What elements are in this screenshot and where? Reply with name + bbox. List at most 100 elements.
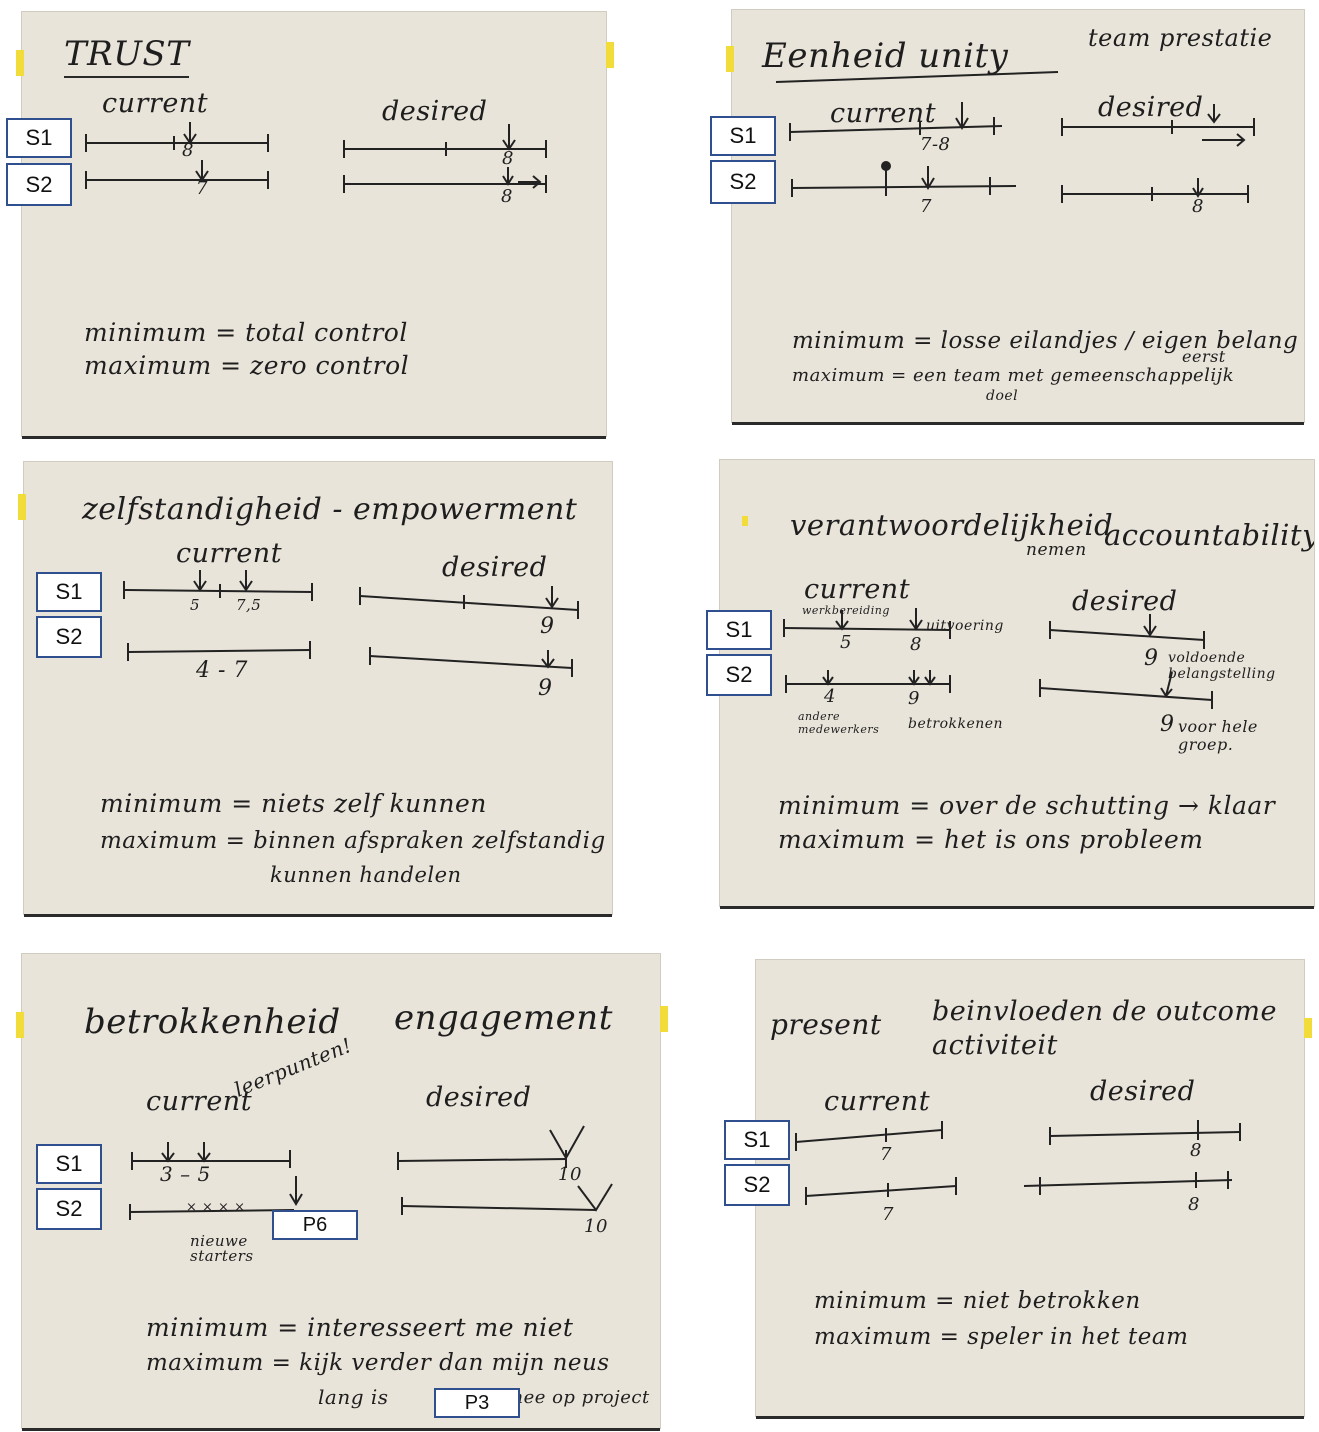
maximum-text: maximum = binnen afspraken zelfstandig: [100, 828, 606, 854]
desired-heading: desired: [1090, 1076, 1196, 1107]
s1-desired-value: 8: [502, 148, 514, 169]
card-subtitle: team prestatie: [1088, 24, 1273, 52]
minimum-text: minimum = niets zelf kunnen: [100, 789, 487, 818]
desired-heading: desired: [1072, 586, 1178, 617]
current-heading: current: [804, 574, 911, 605]
minimum-text: minimum = total control: [84, 318, 408, 347]
s1-desired-note: voldoende belangstelling: [1168, 650, 1276, 682]
tape-strip: [16, 50, 24, 76]
s1-current-value-b: 7,5: [236, 596, 262, 614]
s1-desired-value: 10: [558, 1164, 582, 1185]
tape-strip: [1304, 1018, 1312, 1038]
current-heading: current: [830, 98, 937, 129]
card-title: Eenheid unity: [762, 36, 1009, 76]
desired-heading: desired: [1098, 92, 1204, 123]
tape-strip: [726, 46, 734, 72]
s1-current-value: 7-8: [920, 134, 951, 155]
card-title: TRUST: [64, 34, 190, 78]
s1-desired-value: 9: [540, 614, 555, 639]
tape-strip: [742, 516, 748, 526]
desired-heading: desired: [426, 1082, 532, 1113]
current-heading: current: [146, 1086, 253, 1117]
scales-eenheid: [775, 71, 1255, 203]
s1-current-value-a: 5: [840, 632, 852, 653]
minimum-text: minimum = niet betrokken: [814, 1288, 1141, 1314]
s1-label: S1: [36, 572, 102, 612]
card-title-2: accountability: [1104, 518, 1314, 552]
desired-heading: desired: [382, 96, 488, 127]
tape-strip: [606, 42, 614, 68]
card-title: zelfstandigheid - empowerment: [82, 492, 578, 527]
maximum-text: maximum = een team met gemeenschappelijk: [792, 365, 1235, 386]
maximum-text-line2b: mee op project: [506, 1387, 650, 1408]
s2-current-value: 7: [882, 1204, 894, 1225]
card-trust: TRUST current desired 8 7 8 8 minimum = …: [22, 12, 606, 436]
s2-label: S2: [724, 1164, 790, 1206]
s1-current-note: werkbereiding: [802, 604, 890, 617]
s1-label: S1: [706, 610, 772, 650]
s2-current-note-a: andere medewerkers: [798, 710, 880, 736]
tape-strip: [660, 1006, 668, 1032]
maximum-text: maximum = het is ons probleem: [778, 825, 1204, 854]
card-eenheid: Eenheid unity team prestatie current des…: [732, 10, 1304, 422]
s2-desired-value: 8: [501, 186, 513, 207]
card-title: verantwoordelijkheid: [790, 508, 1114, 542]
s1-label: S1: [36, 1144, 102, 1184]
current-heading: current: [102, 88, 209, 119]
card-present: present beinvloeden de outcome activitei…: [756, 960, 1304, 1416]
scales-trust: [85, 122, 547, 193]
s2-desired-value: 8: [1188, 1194, 1200, 1215]
minimum-text: minimum = over de schutting → klaar: [778, 791, 1276, 820]
s2-current-value-a: 4: [824, 686, 836, 707]
scales-zelfstandigheid: [123, 570, 579, 677]
current-heading: current: [824, 1086, 931, 1117]
s1-current-value: 8: [182, 140, 194, 161]
s2-label: S2: [36, 616, 102, 658]
s2-desired-value: 9: [538, 676, 553, 701]
s1-current-note-2: uitvoering: [926, 618, 1004, 634]
arrow-marker: [183, 122, 197, 145]
maximum-text-line2a: lang is: [318, 1385, 389, 1409]
minimum-text: minimum = losse eilandjes / eigen belang: [792, 328, 1299, 354]
tape-strip: [18, 494, 26, 520]
scales-betrokkenheid: [129, 1125, 613, 1220]
maximum-text: maximum = zero control: [84, 351, 410, 380]
maximum-text-line2: kunnen handelen: [270, 863, 462, 887]
s1-desired-value: 8: [1190, 1140, 1202, 1161]
p6-label: P6: [272, 1210, 358, 1240]
maximum-text: maximum = speler in het team: [814, 1324, 1189, 1350]
card-betrokkenheid: betrokkenheid engagement current leerpun…: [22, 954, 660, 1428]
s2-current-value: 7: [920, 196, 932, 217]
s2-current-value-b: 9: [908, 688, 920, 709]
s1-current-value-a: 5: [190, 596, 201, 614]
s2-label: S2: [36, 1188, 102, 1230]
minimum-text: minimum = interesseert me niet: [146, 1313, 574, 1342]
card-title-note: nemen: [1026, 540, 1087, 560]
scales-verantwoordelijkheid: [783, 608, 1213, 709]
card-title-3: activiteit: [932, 1030, 1058, 1061]
current-heading: current: [176, 538, 283, 569]
s1-label: S1: [724, 1120, 790, 1160]
s2-desired-value: 8: [1192, 196, 1204, 217]
card-title: present: [770, 1008, 882, 1041]
desired-heading: desired: [442, 552, 548, 583]
maximum-note: doel: [986, 388, 1019, 404]
s1-label: S1: [6, 118, 72, 158]
card-title-2: engagement: [394, 998, 613, 1038]
s1-current-value: 3 – 5: [160, 1162, 211, 1186]
scales-present: [795, 1120, 1241, 1205]
card-title-2: beinvloeden de outcome: [932, 996, 1277, 1027]
s1-label: S1: [710, 116, 776, 156]
s2-current-note-b: betrokkenen: [908, 716, 1004, 732]
s2-current-note: nieuwe starters: [190, 1232, 254, 1265]
s2-label: S2: [706, 654, 772, 696]
s2-desired-value: 10: [584, 1216, 608, 1237]
s1-current-value: 7: [880, 1144, 892, 1165]
s2-label: S2: [710, 160, 776, 204]
s2-label: S2: [6, 163, 72, 206]
s2-desired-note: voor hele groep.: [1178, 717, 1258, 754]
p3-label: P3: [434, 1388, 520, 1418]
card-zelfstandigheid: zelfstandigheid - empowerment current de…: [24, 462, 612, 914]
maximum-text: maximum = kijk verder dan mijn neus: [146, 1350, 610, 1376]
s2-desired-value: 9: [1160, 712, 1175, 737]
